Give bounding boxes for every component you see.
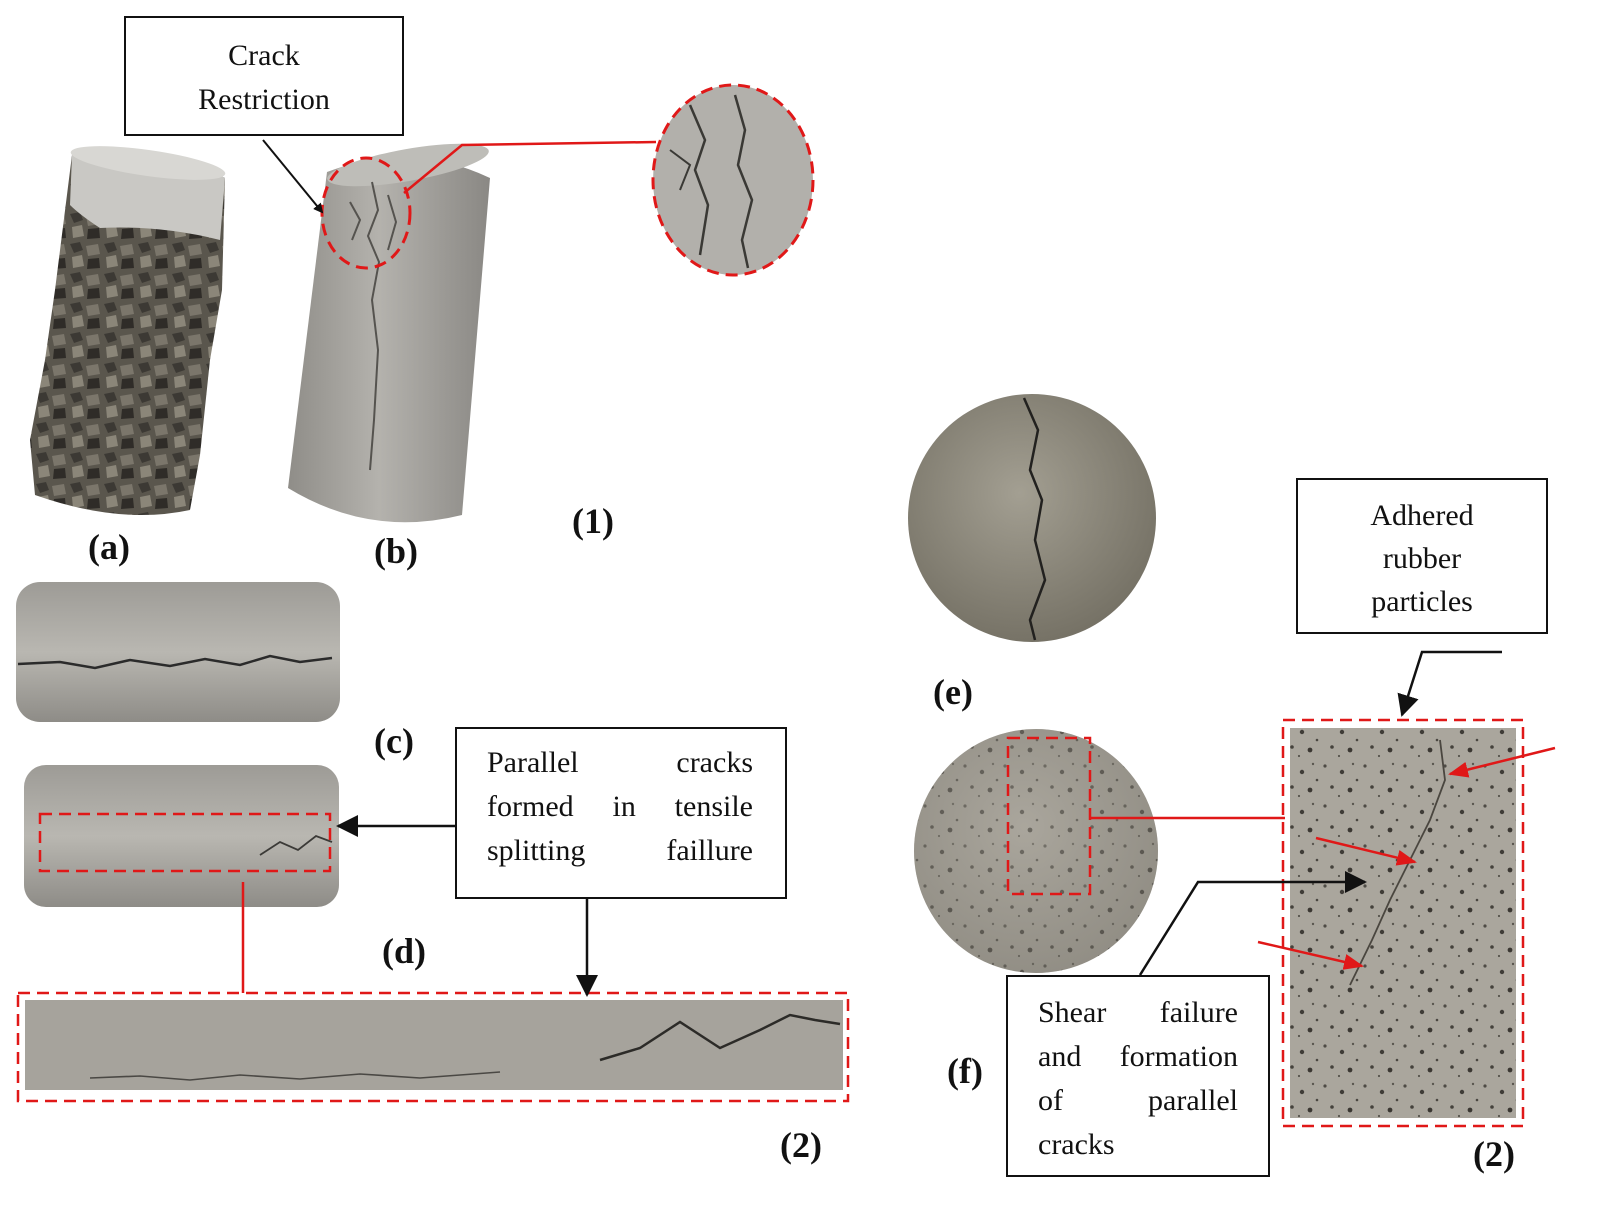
specimen-b-photo [288, 143, 490, 523]
callout-text: Crack [228, 39, 300, 72]
callout-text: and formation [1038, 1040, 1238, 1073]
crack-restriction-arrow [262, 139, 324, 214]
shear-zoom-border [1281, 718, 1525, 1128]
callout-text: Parallel cracks [487, 746, 753, 779]
callout-text: cracks [1038, 1128, 1115, 1161]
zoom-strip-border [16, 991, 850, 1103]
label-group-2-right: (2) [1473, 1134, 1515, 1174]
callout-text: of parallel [1038, 1084, 1238, 1117]
callout-parallel-cracks: Parallel cracks formed in tensile splitt… [455, 727, 787, 899]
rubber-arrow-3 [1257, 940, 1364, 970]
label-d: (d) [382, 931, 426, 971]
callout-text: splitting faillure [487, 834, 753, 867]
crack-highlight-box-f [1006, 736, 1092, 896]
callout-shear-failure: Shear failure and formation of parallel … [1006, 975, 1270, 1177]
crack-highlight-box-d [38, 812, 332, 873]
label-b: (b) [374, 531, 418, 571]
shear-failure-arrow [1138, 871, 1367, 976]
specimen-c-photo [16, 582, 340, 722]
callout-text: particles [1371, 585, 1473, 618]
label-f: (f) [947, 1051, 983, 1091]
specimen-d-photo [24, 765, 339, 907]
rubber-arrow-1 [1448, 746, 1556, 778]
label-c: (c) [374, 721, 414, 761]
adhered-rubber-arrow [1397, 650, 1502, 717]
zoom-connector-line [403, 140, 657, 194]
label-a: (a) [88, 527, 130, 567]
specimen-f-photo [914, 729, 1158, 973]
label-group-1: (1) [572, 501, 614, 541]
callout-text: formed in tensile [487, 790, 753, 823]
specimen-a-photo [30, 146, 226, 516]
label-group-2-left: (2) [780, 1125, 822, 1165]
rubber-arrow-2 [1315, 836, 1417, 866]
crack-zoom-photo [653, 85, 813, 275]
callout-text: Restriction [198, 83, 330, 116]
label-e: (e) [933, 672, 973, 712]
callout-text: Adhered [1370, 499, 1474, 532]
callout-adhered-rubber: Adhered rubber particles [1296, 478, 1548, 634]
crack-zoom-border [651, 83, 815, 277]
callout-text: rubber [1382, 542, 1462, 575]
callout-crack-restriction: Crack Restriction [124, 16, 404, 136]
shear-zoom-photo [1290, 728, 1516, 1118]
callout-text: Shear failure [1038, 996, 1238, 1029]
specimen-e-photo [908, 394, 1156, 642]
crack-zoom-strip [25, 1000, 843, 1090]
